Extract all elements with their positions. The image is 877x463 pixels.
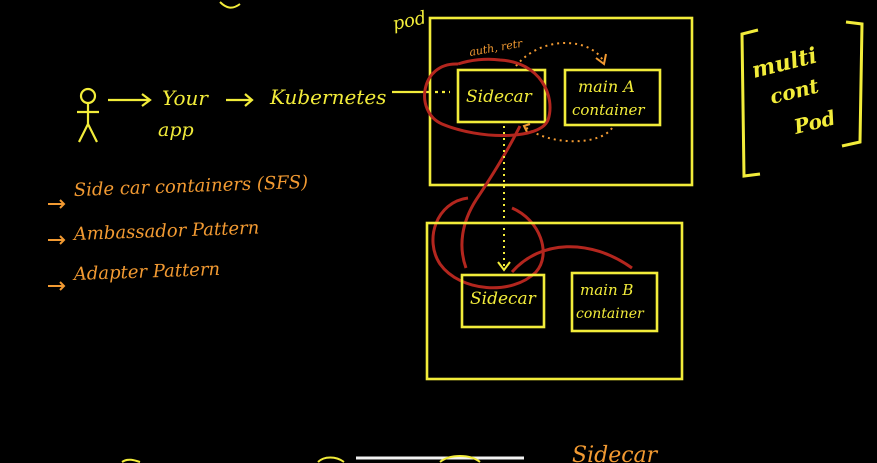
main-b-box [570,271,659,333]
dotted-arrowhead-sidecar-b-icon [497,261,511,272]
pod-b-box [425,221,684,381]
auth-note-label: auth, retr [468,37,524,59]
your-label: Your [162,86,209,110]
red-circle-sidecar-a [423,57,552,137]
right-bracket-icon [841,20,864,148]
bottom-sidecar-label: Sidecar [572,443,659,463]
kubernetes-label: Kubernetes [269,85,386,109]
app-label: app [158,119,194,141]
sidecar-b-label: Sidecar [470,289,537,309]
bottom-scribble [121,455,481,463]
red-line-down [460,125,522,269]
pattern-item-3: Adapter Pattern [71,259,220,285]
main-b-line1: main B [580,281,633,299]
pattern-item-1: Side car containers (SFS) [73,172,308,201]
list-item: Adapter Pattern [48,259,220,291]
pattern-item-2: Ambassador Pattern [71,218,259,246]
dotted-arrow-sidecar-to-main-a [515,42,605,67]
multi-container-note: multi cont Pod [740,20,864,178]
pod-label: pod [391,7,429,35]
left-bracket-icon [740,28,761,178]
sidecar-a-label: Sidecar [466,87,533,107]
pattern-list: Side car containers (SFS) Ambassador Pat… [48,172,308,291]
main-a-box [563,68,662,127]
sidecar-a-box [456,68,547,124]
red-curve-to-main-b [510,245,633,273]
sidecar-b-box [460,273,546,329]
main-a-line2: container [572,101,645,119]
multi-line3: Pod [790,105,837,139]
main-b-line2: container [576,306,645,322]
list-item: Ambassador Pattern [48,218,260,246]
arrow-app-to-kubernetes-icon [226,93,254,107]
dotted-arrowhead-main-a-icon [595,53,607,66]
pod-a-box [428,16,694,187]
main-a-line1: main A [578,77,635,96]
arrow-user-to-app-icon [108,93,152,107]
dotted-arrowhead-sidecar-a-icon [522,123,531,135]
top-scribble [219,1,241,9]
list-item: Side car containers (SFS) [48,172,308,209]
user-stick-figure-icon [77,87,99,143]
